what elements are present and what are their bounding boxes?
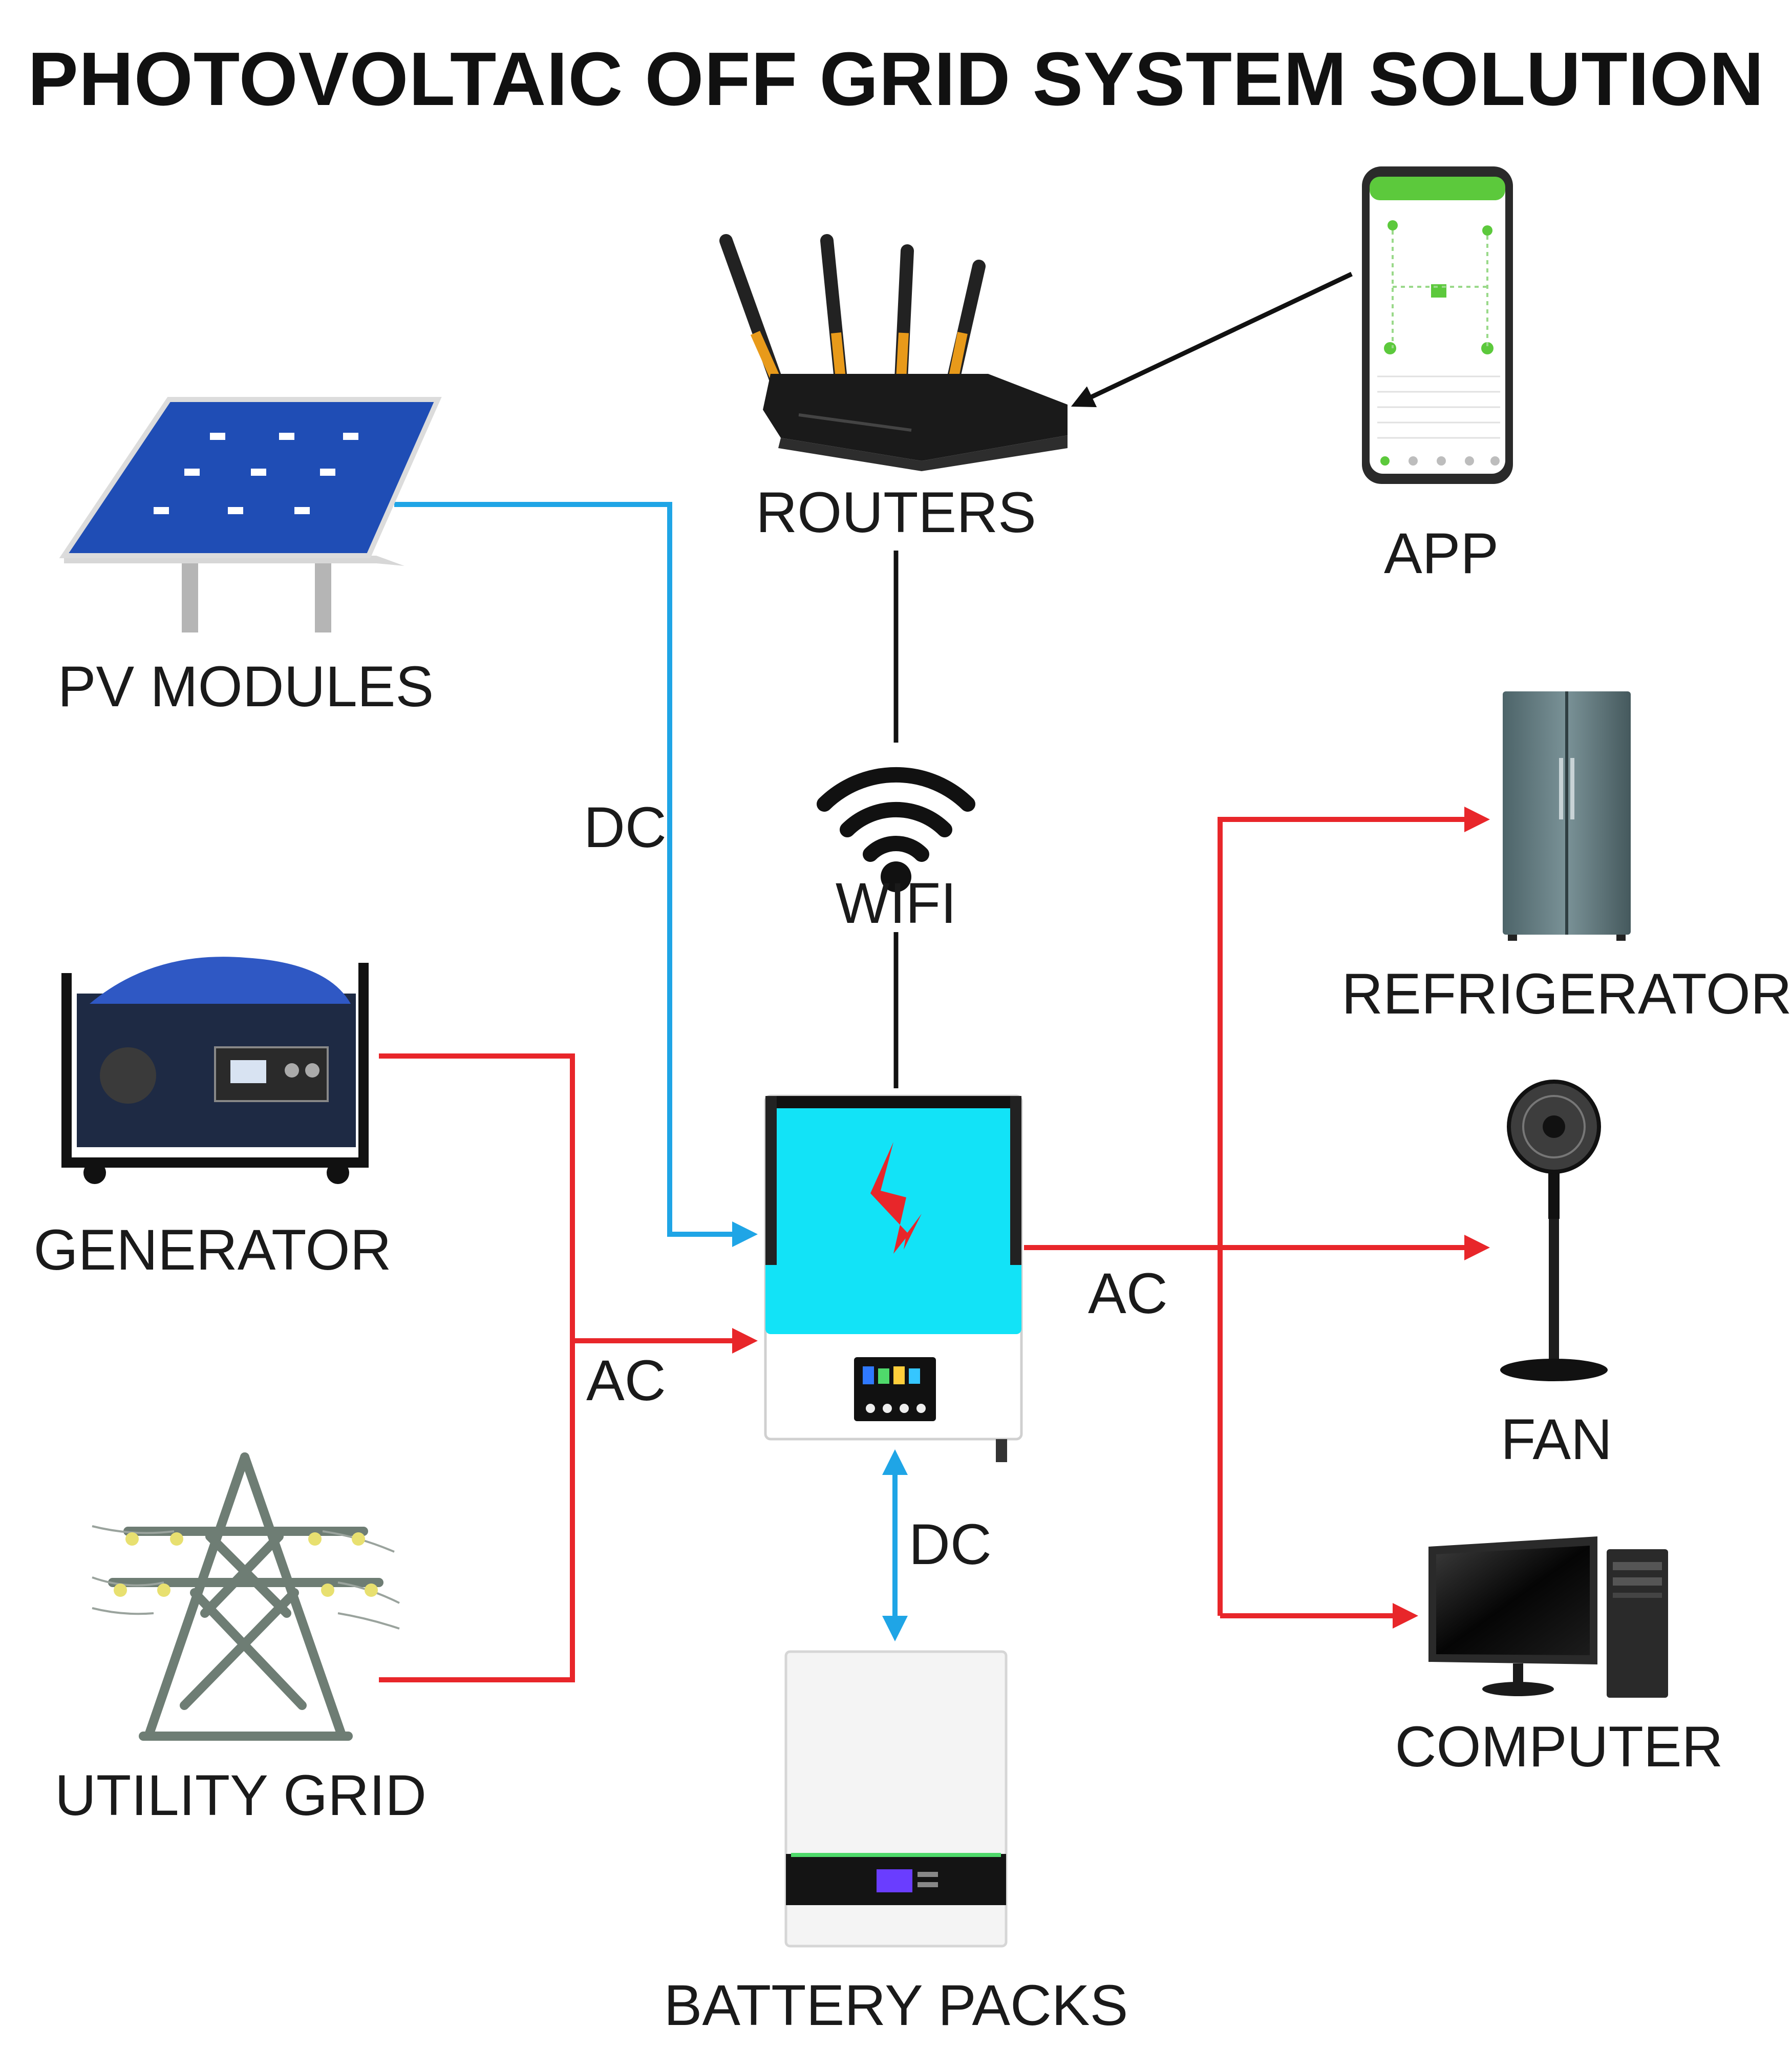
battery-icon xyxy=(784,1650,1008,1948)
generator-label: GENERATOR xyxy=(33,1218,392,1282)
routers-label: ROUTERS xyxy=(756,480,1036,544)
load-ac-branch-line xyxy=(1218,807,1490,1616)
app-label: APP xyxy=(1383,521,1499,585)
utility-grid-label: UTILITY GRID xyxy=(54,1763,427,1827)
pv-dc-line xyxy=(394,502,758,1247)
computer-label: COMPUTER xyxy=(1395,1715,1723,1779)
generator-icon xyxy=(61,957,369,1184)
grid-ac-label: AC xyxy=(586,1348,666,1412)
insulator-icon xyxy=(114,1532,378,1597)
inverter-icon xyxy=(764,1094,1023,1462)
battery-dc-label: DC xyxy=(909,1512,992,1576)
pv-modules-label: PV MODULES xyxy=(57,655,434,719)
router-icon xyxy=(719,234,1068,471)
battery-packs-label: BATTERY PACKS xyxy=(664,1973,1128,2037)
fan-label: FAN xyxy=(1501,1407,1612,1471)
fan-icon xyxy=(1500,1080,1608,1381)
wifi-label: WIFI xyxy=(835,871,957,935)
utility-tower-icon xyxy=(108,1452,383,1741)
computer-icon xyxy=(1428,1536,1668,1698)
app-router-line xyxy=(1071,271,1353,407)
phone-app-icon xyxy=(1362,166,1513,484)
generator-ac-line xyxy=(379,1053,575,1682)
refrigerator-icon xyxy=(1503,691,1631,941)
diagram-title: PHOTOVOLTAIC OFF GRID SYSTEM SOLUTION xyxy=(28,37,1764,121)
solar-panel-icon xyxy=(59,397,442,632)
load-ac-label: AC xyxy=(1088,1261,1168,1325)
refrigerator-label: REFRIGERATOR xyxy=(1341,962,1792,1026)
pv-dc-label: DC xyxy=(584,795,667,859)
wifi-icon xyxy=(817,767,975,892)
